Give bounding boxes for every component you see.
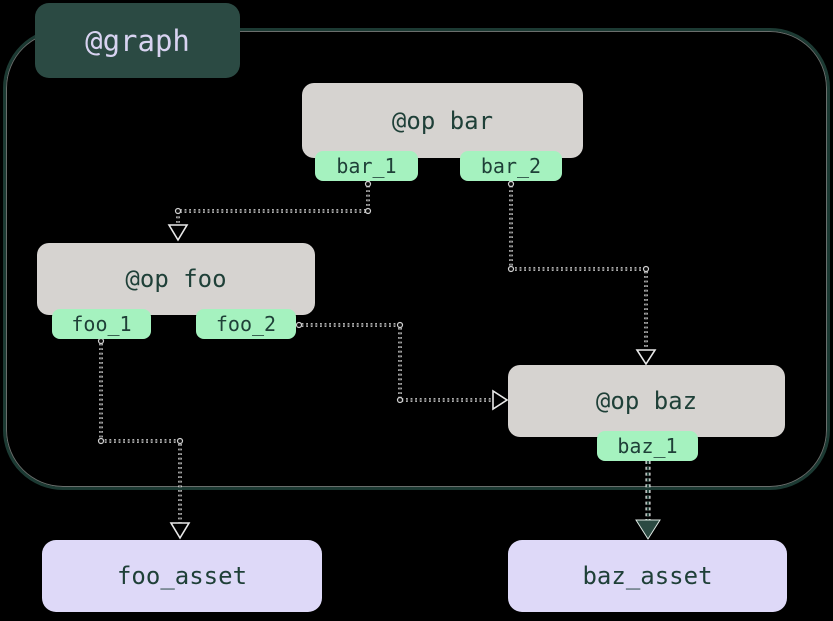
op-bar-label: @op bar — [391, 106, 494, 135]
output-tab-baz-1: baz_1 — [597, 431, 698, 461]
arrowhead-open-icon — [492, 389, 509, 411]
graph-label: @graph — [35, 3, 240, 78]
graph-boundary — [3, 28, 830, 490]
edge-bar1-to-foo — [167, 181, 370, 242]
asset-foo-label: foo_asset — [116, 562, 248, 590]
output-tab-bar-2: bar_2 — [460, 151, 562, 181]
output-tab-bar-2-label: bar_2 — [480, 154, 542, 178]
op-node-bar: @op bar bar_1 bar_2 — [302, 83, 583, 181]
asset-baz-label: baz_asset — [582, 562, 713, 590]
asset-node-foo: foo_asset — [42, 540, 322, 612]
output-tab-foo-2-label: foo_2 — [215, 312, 277, 336]
asset-node-baz: baz_asset — [508, 540, 787, 612]
arrowhead-open-icon — [169, 522, 191, 540]
edge-baz1-to-baz-asset — [635, 461, 661, 540]
output-tab-foo-1-label: foo_1 — [71, 312, 132, 336]
graph-label-text: @graph — [85, 23, 190, 58]
op-baz-label: @op baz — [595, 387, 698, 415]
op-node-foo: @op foo foo_1 foo_2 — [37, 243, 315, 339]
arrowhead-open-icon — [167, 224, 189, 242]
output-tab-foo-2: foo_2 — [196, 309, 296, 339]
edge-bar2-to-baz — [509, 181, 657, 366]
arrowhead-filled-icon — [635, 519, 661, 540]
op-foo-label: @op foo — [125, 265, 227, 293]
output-tab-bar-1-label: bar_1 — [336, 154, 397, 178]
edge-foo1-to-foo-asset — [99, 339, 191, 540]
output-tab-foo-1: foo_1 — [52, 309, 151, 339]
edge-foo2-to-baz — [297, 323, 509, 411]
output-tab-baz-1-label: baz_1 — [617, 434, 678, 458]
arrowhead-open-icon — [635, 349, 657, 366]
op-node-baz: @op baz baz_1 — [508, 365, 785, 461]
output-tab-bar-1: bar_1 — [315, 151, 418, 181]
